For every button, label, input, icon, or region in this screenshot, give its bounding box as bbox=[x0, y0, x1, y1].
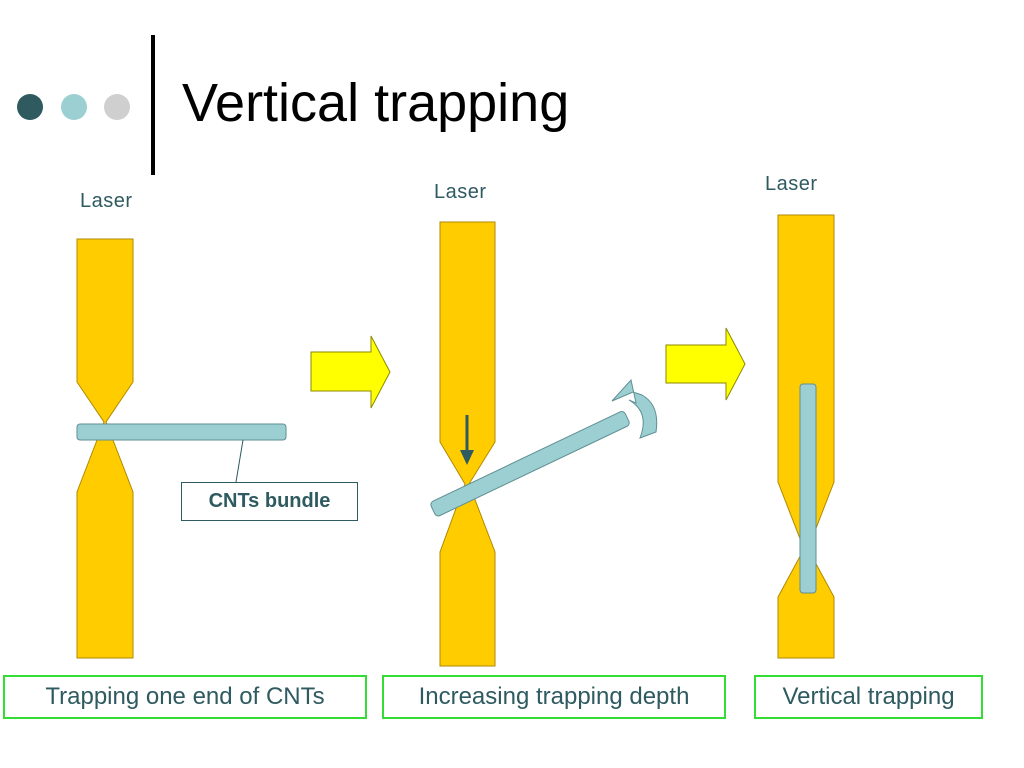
cnt-bundle-1 bbox=[76, 423, 287, 441]
laser-beam-1 bbox=[76, 238, 134, 659]
laser-label-1: Laser bbox=[80, 190, 133, 212]
caption-panel-3: Vertical trapping bbox=[754, 675, 983, 719]
cnt-bundle-callout: CNTs bundle bbox=[181, 482, 358, 521]
right-arrow-icon bbox=[310, 335, 391, 409]
down-arrow-head bbox=[460, 450, 474, 465]
caption-panel-1: Trapping one end of CNTs bbox=[3, 675, 367, 719]
laser-label-3: Laser bbox=[765, 173, 818, 195]
cnt-bundle-3 bbox=[799, 383, 817, 594]
right-arrow-icon-2 bbox=[665, 327, 746, 401]
title-dot-light bbox=[61, 94, 87, 120]
title-dot-gray bbox=[104, 94, 130, 120]
cnt-bundle-2 bbox=[430, 411, 630, 517]
caption-panel-2: Increasing trapping depth bbox=[382, 675, 726, 719]
slide-title: Vertical trapping bbox=[182, 73, 570, 133]
title-dot-dark bbox=[17, 94, 43, 120]
title-divider bbox=[151, 35, 155, 175]
laser-label-2: Laser bbox=[434, 181, 487, 203]
callout-leader-line bbox=[235, 439, 244, 483]
rotate-arrow-icon bbox=[611, 378, 658, 439]
